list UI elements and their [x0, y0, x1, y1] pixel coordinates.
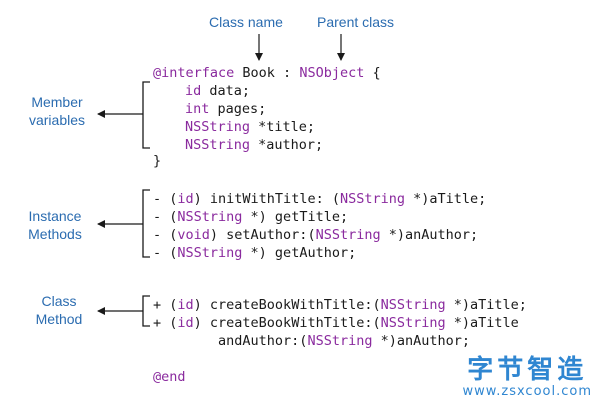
code-close-brace: } [153, 153, 162, 169]
code-text: *)aTitle; [445, 297, 527, 313]
code-type: NSString [339, 191, 405, 207]
interface-parent-class: NSObject [299, 65, 365, 81]
instance-methods-label-line1: Instance [28, 208, 82, 224]
code-text: *)aTitle; [405, 191, 487, 207]
watermark-url-text: www.zsxcool.com [462, 384, 592, 399]
code-text: - ( [153, 227, 178, 243]
code-text: + ( [153, 297, 178, 313]
parent-class-label: Parent class [317, 14, 395, 30]
code-type: NSString [315, 227, 381, 243]
class-name-label: Class name [209, 14, 283, 30]
member-variables-label-line2: variables [28, 112, 86, 128]
instance-methods-bracket [142, 189, 150, 258]
interface-class-name: Book : [234, 65, 300, 81]
member-name: *author; [250, 137, 324, 153]
class-method-line: + (id) createBookWithTitle:(NSString *)a… [153, 314, 519, 332]
member-variables-label: Member variables [22, 93, 92, 129]
instance-methods-label: Instance Methods [18, 207, 92, 243]
member-name: data; [201, 83, 251, 99]
code-text: andAuthor:( [153, 333, 308, 349]
code-text: *)anAuthor; [380, 227, 479, 243]
code-type: id [177, 191, 194, 207]
code-text: *) getAuthor; [242, 245, 357, 261]
instance-method-line: - (void) setAuthor:(NSString *)anAuthor; [153, 226, 478, 244]
code-type: NSString [177, 209, 243, 225]
code-text: ) setAuthor:( [209, 227, 316, 243]
class-method-line: + (id) createBookWithTitle:(NSString *)a… [153, 296, 527, 314]
class-method-label-line2: Method [35, 311, 83, 327]
code-type: NSString [380, 315, 446, 331]
member-name: pages; [209, 101, 267, 117]
code-type: id [177, 315, 194, 331]
code-text: ) createBookWithTitle:( [193, 297, 381, 313]
instance-method-line: - (id) initWithTitle: (NSString *)aTitle… [153, 190, 486, 208]
code-text: *) getTitle; [242, 209, 349, 225]
instance-method-line: - (NSString *) getAuthor; [153, 244, 356, 262]
watermark-logo: 字节智造 www.zsxcool.com [463, 355, 592, 399]
code-text: - ( [153, 191, 178, 207]
member-variables-label-line1: Member [31, 94, 83, 110]
class-method-label-line1: Class [41, 293, 77, 309]
code-type: id [177, 297, 194, 313]
code-interface-line: @interface Book : NSObject { [153, 64, 381, 82]
interface-keyword: @interface [153, 65, 235, 81]
member-variable-line: NSString *author; [185, 136, 323, 154]
code-text: - ( [153, 245, 178, 261]
end-keyword: @end [153, 369, 186, 385]
class-method-label: Class Method [26, 292, 92, 328]
member-type: NSString [185, 119, 251, 135]
member-variable-line: NSString *title; [185, 118, 315, 136]
member-type: id [185, 83, 202, 99]
watermark-cn-text: 字节智造 [467, 355, 588, 385]
code-text: ) initWithTitle: ( [193, 191, 340, 207]
code-text: ) createBookWithTitle:( [193, 315, 381, 331]
code-text: - ( [153, 209, 178, 225]
instance-method-line: - (NSString *) getTitle; [153, 208, 348, 226]
code-text: + ( [153, 315, 178, 331]
member-variable-line: int pages; [185, 100, 266, 118]
code-text: *)aTitle [445, 315, 519, 331]
instance-methods-label-line2: Methods [28, 226, 82, 242]
code-text: *)anAuthor; [372, 333, 471, 349]
class-method-line: andAuthor:(NSString *)anAuthor; [153, 332, 470, 350]
member-type: NSString [185, 137, 251, 153]
code-type: NSString [307, 333, 373, 349]
code-type: void [177, 227, 210, 243]
member-variable-line: id data; [185, 82, 250, 100]
interface-open-brace: { [364, 65, 381, 81]
member-type: int [185, 101, 210, 117]
code-type: NSString [380, 297, 446, 313]
code-type: NSString [177, 245, 243, 261]
member-name: *title; [250, 119, 316, 135]
class-method-bracket [142, 295, 150, 327]
member-variables-bracket [142, 81, 150, 149]
